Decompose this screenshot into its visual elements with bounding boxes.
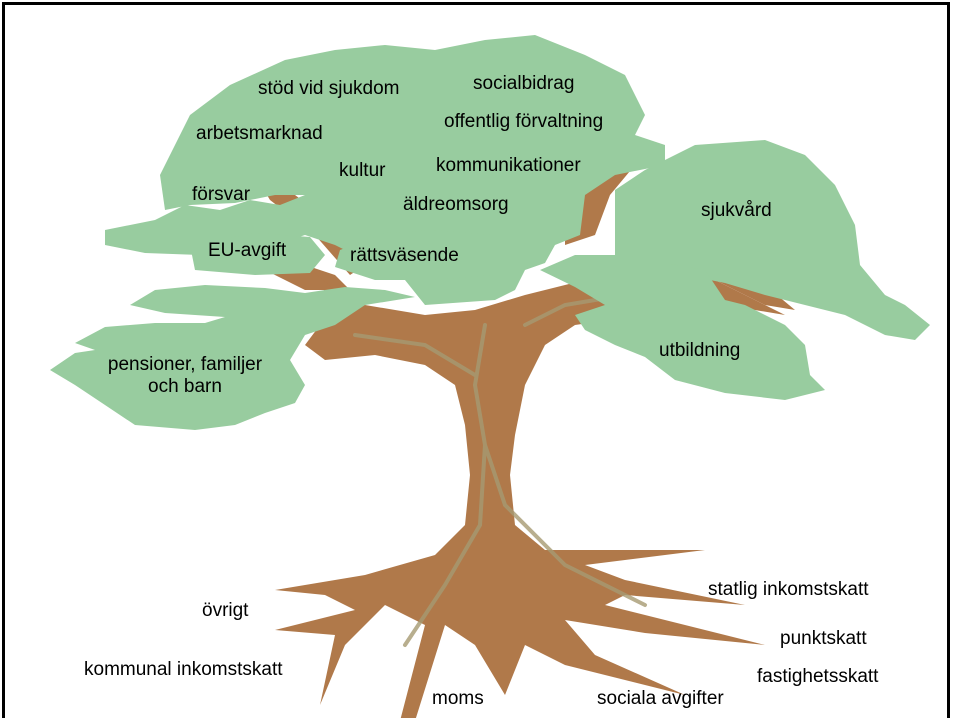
branch-label-sjukvard: sjukvård: [701, 200, 772, 221]
branch-label-kommunikationer: kommunikationer: [436, 155, 581, 176]
branch-label-arbetsmarknad: arbetsmarknad: [196, 123, 323, 144]
trunk-highlight: [353, 293, 647, 647]
branch-label-eu-avgift: EU-avgift: [208, 240, 287, 261]
branch-label-stod-vid-sjukdom: stöd vid sjukdom: [258, 78, 400, 99]
branch-label-kultur: kultur: [339, 160, 386, 181]
branch-label-pensioner-line1: pensioner, familjer: [107, 354, 263, 375]
root-label-statlig-inkomstskatt: statlig inkomstskatt: [708, 579, 869, 600]
root-label-fastighetsskatt: fastighetsskatt: [757, 666, 879, 687]
root-label-moms: moms: [432, 688, 484, 709]
branch-label-rattsvasende: rättsväsende: [350, 245, 459, 266]
branch-label-pensioner-line2: och barn: [148, 376, 222, 397]
root-label-sociala-avgifter: sociala avgifter: [597, 688, 724, 709]
branch-label-socialbidrag: socialbidrag: [473, 73, 575, 94]
branch-label-forsvar: försvar: [192, 184, 251, 205]
branch-label-pensioner: pensioner, familjer och barn: [85, 354, 285, 398]
root-label-kommunal-inkomstskatt: kommunal inkomstskatt: [84, 659, 283, 680]
tree-foliage: [50, 35, 930, 430]
tree-illustration: [50, 35, 930, 718]
branch-label-offentlig-forvaltning: offentlig förvaltning: [444, 111, 604, 132]
branch-label-aldreomsorg: äldreomsorg: [403, 194, 509, 215]
root-label-punktskatt: punktskatt: [780, 628, 867, 649]
branch-label-utbildning: utbildning: [659, 340, 741, 361]
root-label-ovrigt: övrigt: [202, 600, 249, 621]
